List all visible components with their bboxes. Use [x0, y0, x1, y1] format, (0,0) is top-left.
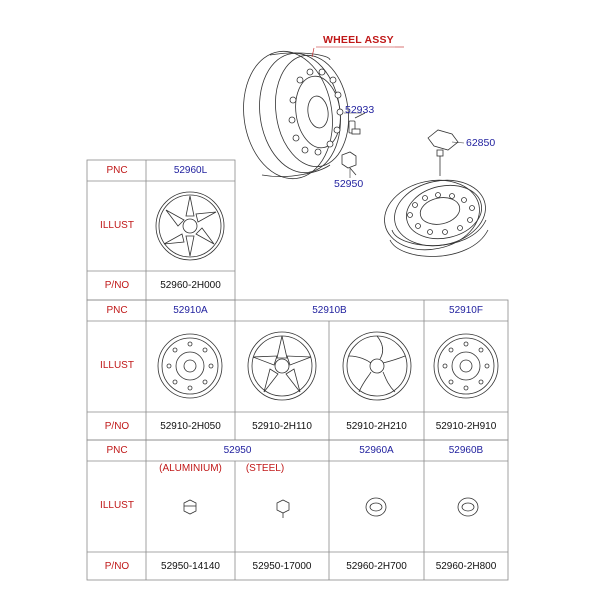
pnc-52910f: 52910F [449, 305, 483, 316]
steel-wheel-icon [433, 333, 499, 399]
row-label-illust: ILLUST [100, 220, 134, 231]
wheel-nut-icon [341, 151, 357, 176]
row-label-illust: ILLUST [100, 500, 134, 511]
pnc-52910b: 52910B [312, 305, 347, 316]
parts-table-grid [86, 159, 509, 581]
pnc-52960a: 52960A [359, 445, 394, 456]
note-aluminium: (ALUMINIUM) [159, 463, 222, 474]
pno-52910-2h110: 52910-2H110 [252, 421, 312, 432]
row-label-pno: P/NO [104, 561, 130, 572]
pnc-52960b: 52960B [448, 445, 484, 456]
spare-wheel-illustration [384, 179, 489, 257]
alloy-wheel-icon [247, 331, 317, 401]
pno-52960-2h800: 52960-2H800 [435, 561, 497, 572]
wheel-nut-icon [183, 499, 197, 515]
row-label-pno: P/NO [104, 421, 130, 432]
pnc-52950: 52950 [223, 445, 252, 456]
pno-52950-17000: 52950-17000 [252, 561, 312, 572]
pno-52960-2h000: 52960-2H000 [160, 280, 221, 291]
main-wheel-vent-holes [288, 68, 344, 156]
row-label-pno: P/NO [104, 280, 130, 291]
row-label-illust: ILLUST [100, 360, 134, 371]
pno-52910-2h910: 52910-2H910 [435, 421, 497, 432]
row-label-pnc: PNC [106, 165, 128, 176]
pno-52910-2h050: 52910-2H050 [160, 421, 221, 432]
valve-icon [348, 112, 366, 135]
pnc-52960l: 52960L [173, 165, 208, 176]
pno-52960-2h700: 52960-2H700 [346, 561, 407, 572]
callout-spare-bracket: 62850 [466, 137, 496, 149]
pno-52950-14140: 52950-14140 [161, 561, 220, 572]
callout-leaders [311, 46, 465, 178]
pnc-52910a: 52910A [173, 305, 208, 316]
main-wheel-rim-outer [243, 50, 333, 180]
callout-nut: 52950 [334, 178, 364, 190]
hub-cap-icon [365, 497, 387, 517]
main-wheel-illustration [243, 50, 349, 180]
hub-cap-icon [457, 497, 479, 517]
wheel-nut-icon [276, 499, 290, 518]
pno-52910-2h210: 52910-2H210 [346, 421, 407, 432]
steel-wheel-icon [157, 333, 223, 399]
callout-valve: 52933 [345, 104, 375, 116]
row-label-pnc: PNC [106, 445, 128, 456]
note-steel: (STEEL) [245, 463, 285, 474]
wheel-assy-title: WHEEL ASSY [323, 34, 394, 46]
row-label-pnc: PNC [106, 305, 128, 316]
spare-bracket-icon [427, 129, 459, 176]
alloy-wheel-icon [342, 331, 412, 401]
alloy-wheel-icon [155, 191, 225, 261]
